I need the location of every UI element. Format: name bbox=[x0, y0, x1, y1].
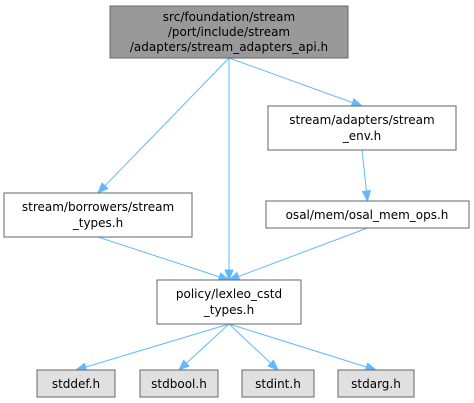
edge-lexleo_cstd_types-to-stdarg bbox=[228, 323, 367, 368]
node-root-line-2: /port/include/stream bbox=[168, 25, 290, 39]
node-lexleo-cstd-types-box bbox=[156, 279, 302, 325]
node-osal-mem-ops-line-1: osal/mem/osal_mem_ops.h bbox=[286, 208, 449, 222]
node-stdint[interactable]: stdint.h bbox=[241, 369, 315, 398]
node-stream-types[interactable]: stream/borrowers/stream _types.h bbox=[3, 192, 193, 238]
arrowhead-stream_env-to-osal_mem_ops bbox=[361, 190, 372, 203]
arrowhead-root-to-lexleo_cstd_types bbox=[224, 269, 234, 282]
node-lexleo-cstd-types-line-2: _types.h bbox=[203, 303, 254, 317]
node-stdarg-label: stdarg.h bbox=[351, 377, 401, 391]
edge-stream_env-to-osal_mem_ops bbox=[361, 149, 367, 192]
node-stddef-label: stddef.h bbox=[52, 377, 100, 391]
node-stddef-box bbox=[36, 369, 116, 398]
node-lexleo-cstd-types[interactable]: policy/lexleo_cstd _types.h bbox=[156, 279, 302, 325]
node-root-line-1: src/foundation/stream bbox=[163, 10, 295, 24]
arrowhead-lexleo_cstd_types-to-stdint bbox=[267, 359, 279, 371]
node-stdbool-label: stdbool.h bbox=[151, 377, 207, 391]
node-lexleo-cstd-types-line-1: policy/lexleo_cstd bbox=[176, 287, 282, 301]
node-stdbool-box bbox=[139, 369, 219, 398]
node-stdint-label: stdint.h bbox=[255, 377, 301, 391]
node-stream-env-box bbox=[267, 105, 457, 151]
edge-lexleo_cstd_types-to-stdint bbox=[228, 323, 272, 364]
node-stream-env-line-1: stream/adapters/stream bbox=[289, 113, 434, 127]
node-stddef[interactable]: stddef.h bbox=[36, 369, 116, 398]
node-root[interactable]: src/foundation/stream /port/include/stre… bbox=[109, 5, 349, 59]
node-stream-types-box bbox=[3, 192, 193, 238]
node-stream-env-line-2: _env.h bbox=[342, 129, 382, 143]
node-stdbool[interactable]: stdbool.h bbox=[139, 369, 219, 398]
edge-lexleo_cstd_types-to-stddef bbox=[85, 323, 230, 368]
arrowhead-root-to-stream_env bbox=[350, 97, 364, 107]
edge-osal_mem_ops-to-lexleo_cstd_types bbox=[238, 227, 368, 277]
edge-root-to-stream_types bbox=[104, 57, 230, 187]
node-stream-types-line-1: stream/borrowers/stream bbox=[22, 200, 174, 214]
node-stream-types-line-2: _types.h bbox=[72, 216, 123, 230]
node-stdint-box bbox=[241, 369, 315, 398]
arrowhead-lexleo_cstd_types-to-stdbool bbox=[178, 359, 190, 371]
arrowhead-root-to-stream_types bbox=[97, 182, 109, 194]
edge-root-to-stream_env bbox=[228, 57, 353, 104]
edge-stream_types-to-lexleo_cstd_types bbox=[97, 236, 220, 278]
node-osal-mem-ops-box bbox=[265, 200, 470, 229]
node-root-box bbox=[109, 5, 349, 59]
node-stdarg-box bbox=[337, 369, 415, 398]
node-stream-env[interactable]: stream/adapters/stream _env.h bbox=[267, 105, 457, 151]
node-stdarg[interactable]: stdarg.h bbox=[337, 369, 415, 398]
node-osal-mem-ops[interactable]: osal/mem/osal_mem_ops.h bbox=[265, 200, 470, 229]
edges-layer bbox=[74, 57, 378, 372]
node-root-line-3: /adapters/stream_adapters_api.h bbox=[130, 40, 328, 54]
edge-lexleo_cstd_types-to-stdbool bbox=[186, 323, 230, 364]
